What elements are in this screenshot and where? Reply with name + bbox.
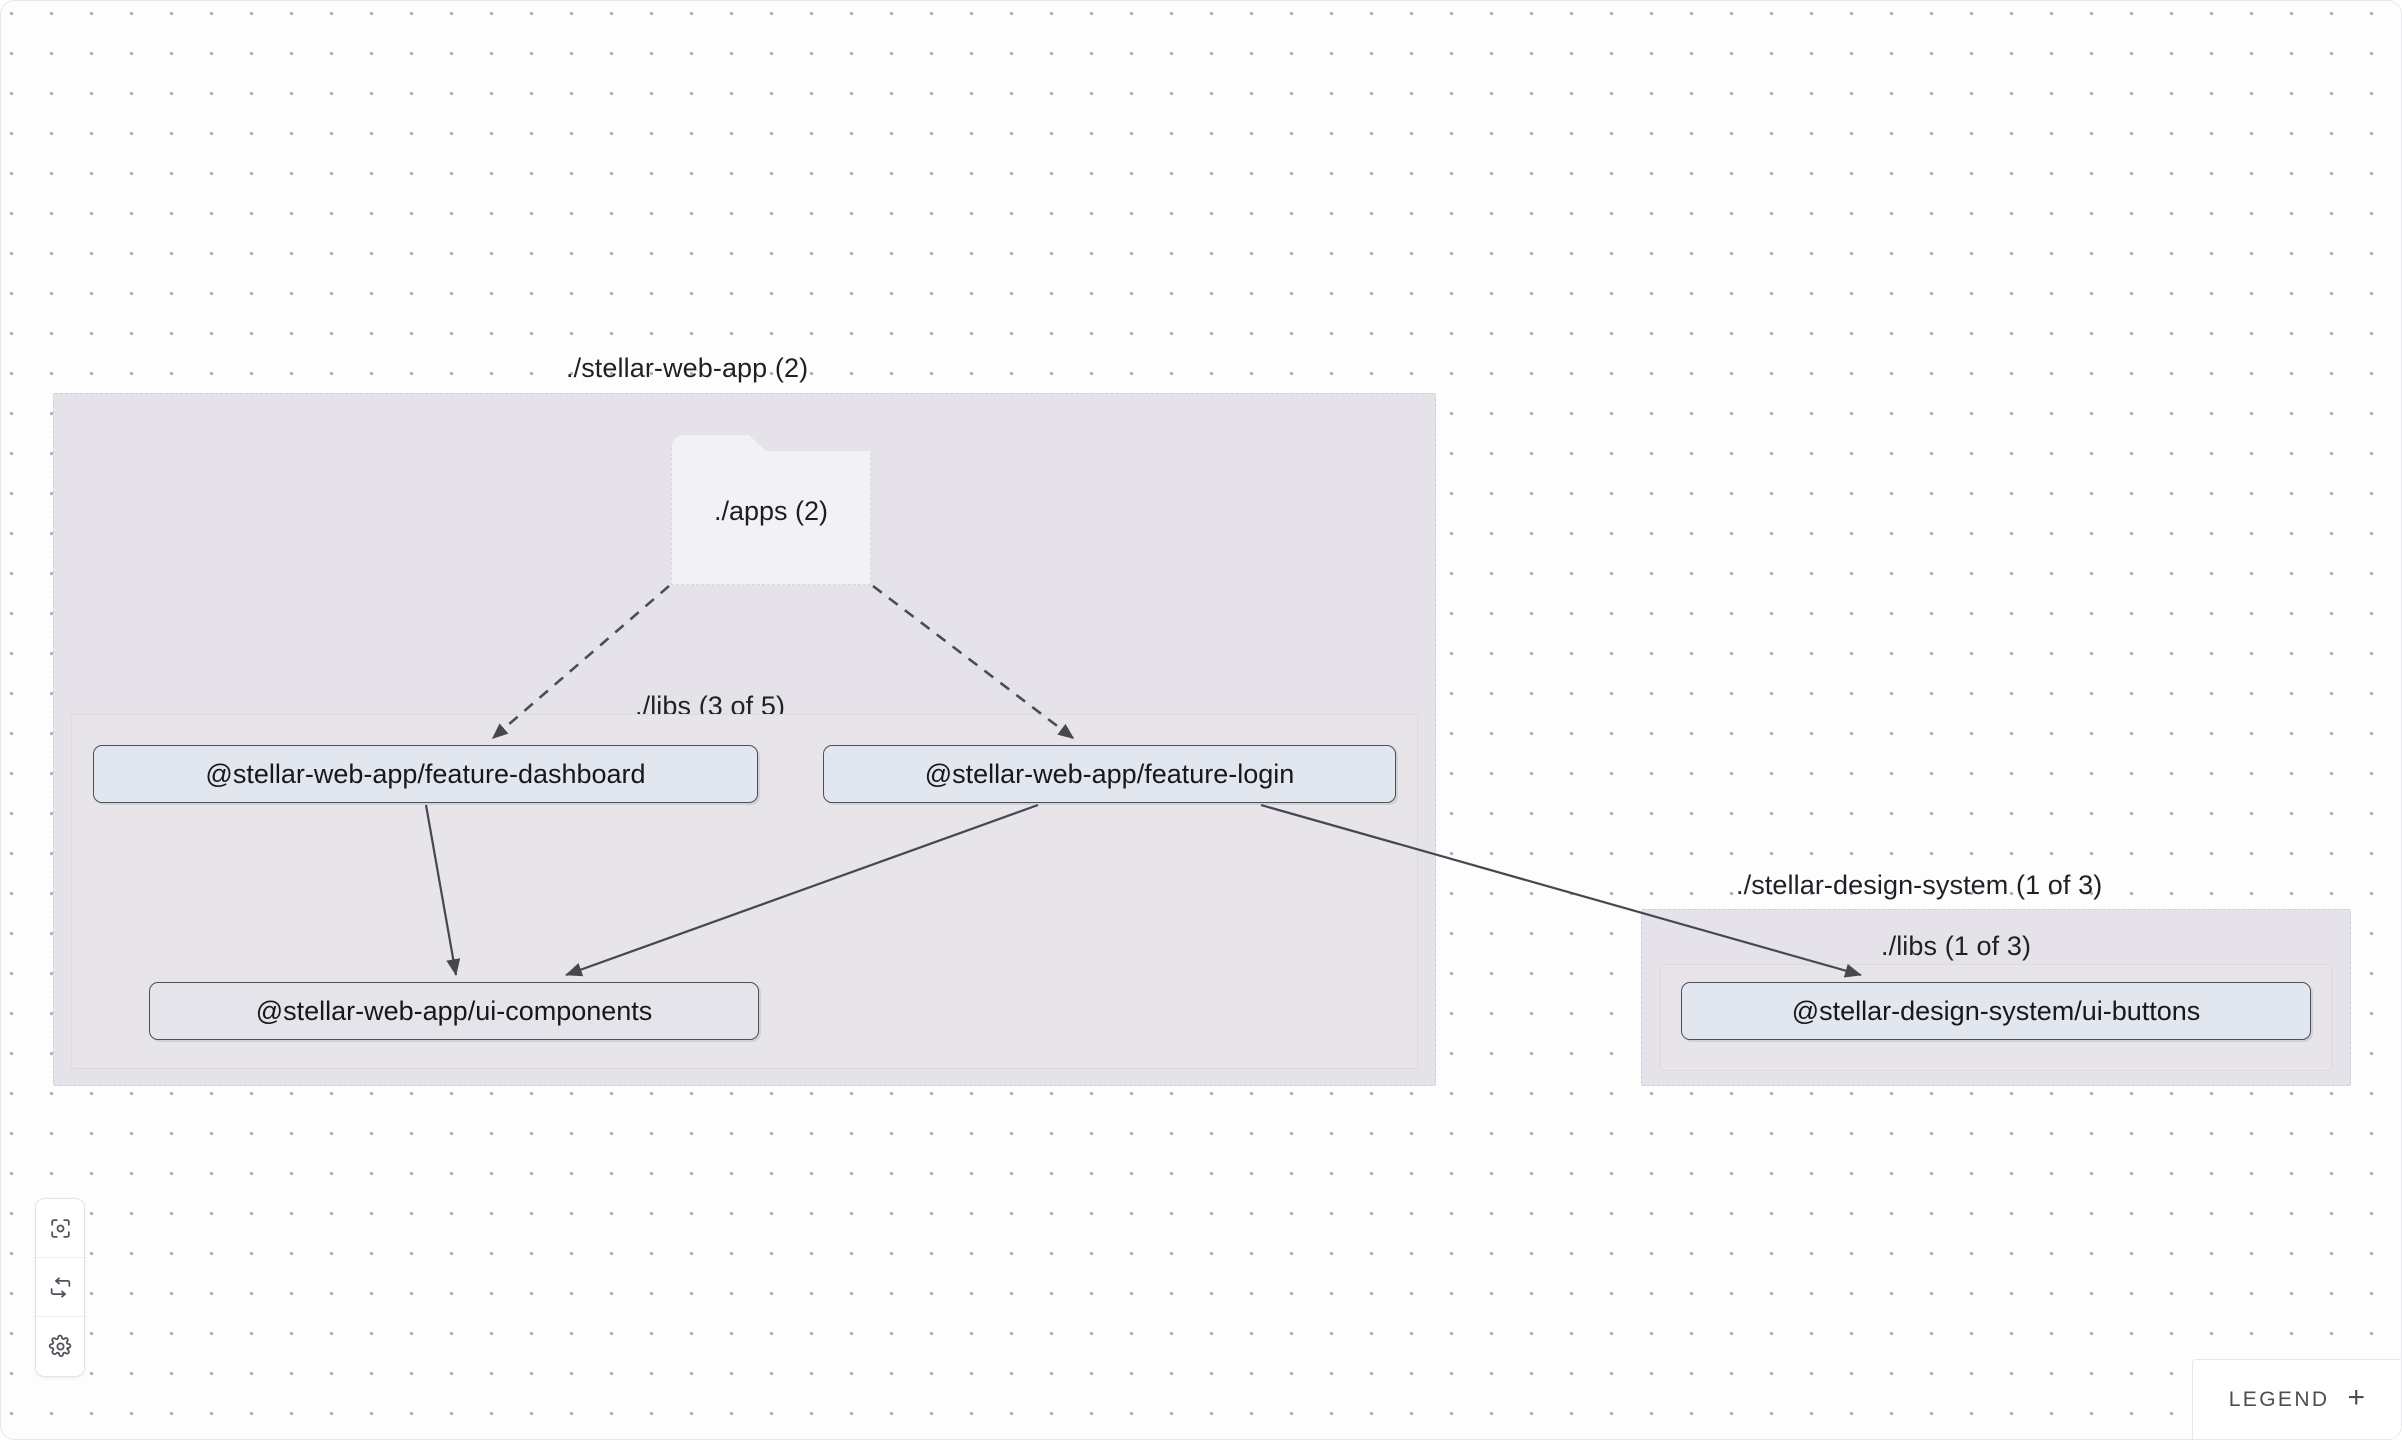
node-feature-login[interactable]: @stellar-web-app/feature-login	[823, 745, 1396, 803]
folder-apps[interactable]: ./apps (2)	[671, 435, 871, 585]
node-feature-dashboard[interactable]: @stellar-web-app/feature-dashboard	[93, 745, 758, 803]
folder-apps-label: ./apps (2)	[713, 496, 829, 526]
refresh-graph-button[interactable]	[36, 1258, 84, 1317]
legend-label: LEGEND	[2228, 1387, 2330, 1411]
group-label-stellar-web-app: ./stellar-web-app (2)	[566, 353, 809, 383]
refresh-icon	[48, 1275, 73, 1300]
node-ui-buttons[interactable]: @stellar-design-system/ui-buttons	[1681, 982, 2311, 1040]
focus-graph-button[interactable]	[36, 1199, 84, 1258]
legend-toggle-button[interactable]: LEGEND +	[2191, 1359, 2401, 1439]
focus-target-icon	[48, 1216, 73, 1241]
group-label-stellar-design-system-libs: ./libs (1 of 3)	[1881, 931, 2032, 961]
graph-toolbar	[35, 1198, 85, 1377]
group-label-stellar-design-system: ./stellar-design-system (1 of 3)	[1736, 870, 2103, 900]
settings-button[interactable]	[36, 1317, 84, 1376]
node-ui-components[interactable]: @stellar-web-app/ui-components	[149, 982, 759, 1040]
gear-icon	[48, 1334, 73, 1359]
plus-icon: +	[2347, 1381, 2365, 1414]
